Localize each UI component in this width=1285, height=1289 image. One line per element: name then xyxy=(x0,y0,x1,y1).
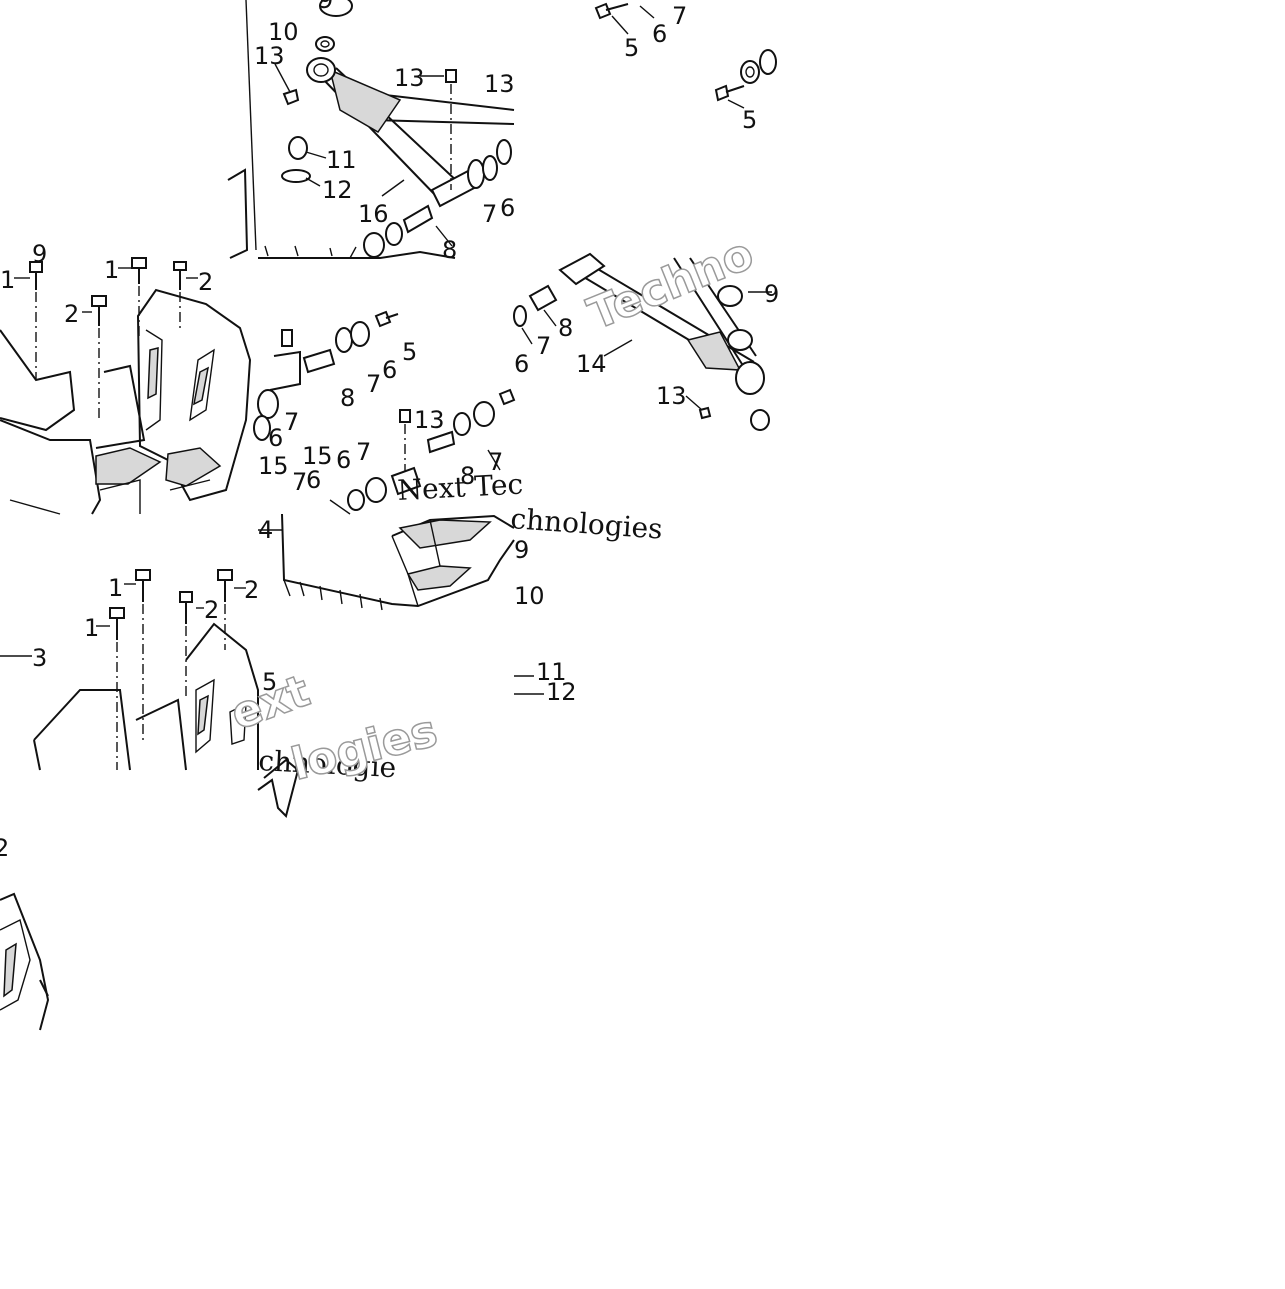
callout-9c: 9 xyxy=(764,280,779,308)
callout-6g: 6 xyxy=(514,350,529,378)
callout-2b: 2 xyxy=(64,300,79,328)
callout-15a: 15 xyxy=(258,452,289,480)
callout-12b: 12 xyxy=(546,678,577,706)
callout-13a: 13 xyxy=(254,42,285,70)
callout-9d: 9 xyxy=(514,536,529,564)
watermark-outline-ext: ext xyxy=(224,665,316,740)
callout-6: 6 xyxy=(500,194,515,222)
tile-frame-footwell: 4 9 10 11 12 chnologies chnologie logies xyxy=(257,502,664,818)
callout-13d: 13 xyxy=(414,406,445,434)
callout-7: 7 xyxy=(482,200,497,228)
callout-7g: 7 xyxy=(488,448,503,476)
callout-2d: 2 xyxy=(244,576,259,604)
callout-3: 3 xyxy=(32,644,47,672)
tile-footwell-repeat: 1 1 2 2 3 5 ext xyxy=(0,569,317,771)
callout-5b: 5 xyxy=(742,106,757,134)
callout-13e: 13 xyxy=(656,382,687,410)
tile-upper-a-arm: 9 10 13 13 13 11 12 16 7 6 8 xyxy=(227,0,515,264)
watermark-text: Next Tec xyxy=(397,467,524,507)
callout-7h: 7 xyxy=(536,332,551,360)
callout-6e: 6 xyxy=(336,446,351,474)
tile-lower-hardware: 5 6 7 8 7 6 15 13 15 6 7 7 6 8 7 Next Te… xyxy=(253,310,524,515)
callout-6f: 6 xyxy=(306,466,321,494)
watermark-text-3: chnologie xyxy=(258,744,397,784)
callout-10: 10 xyxy=(268,18,299,46)
callout-5a: 5 xyxy=(624,34,639,62)
callout-16: 16 xyxy=(358,200,389,228)
tile-lower-a-arm: 8 7 6 14 13 9 Techno xyxy=(513,227,779,431)
callout-11: 11 xyxy=(326,146,357,174)
callout-11b: 11 xyxy=(536,658,567,686)
callout-7a: 7 xyxy=(672,2,687,30)
callout-12: 12 xyxy=(322,176,353,204)
watermark-text-2: chnologies xyxy=(510,502,664,546)
callout-1d: 1 xyxy=(84,614,99,642)
callout-10b: 10 xyxy=(514,582,545,610)
callout-8d: 8 xyxy=(460,462,475,490)
callout-7c: 7 xyxy=(366,370,381,398)
callout-8: 8 xyxy=(442,236,457,264)
callout-2c: 2 xyxy=(204,596,219,624)
callout-7f: 7 xyxy=(292,468,307,496)
callout-6a: 6 xyxy=(652,20,667,48)
callout-2a: 2 xyxy=(198,268,213,296)
callout-2e: 2 xyxy=(0,834,9,862)
callout-5d: 5 xyxy=(262,668,277,696)
callout-6c: 6 xyxy=(382,356,397,384)
tile-footwell-left: 9 1 1 2 2 xyxy=(0,240,252,515)
callout-8c: 8 xyxy=(340,384,355,412)
callout-9: 9 xyxy=(318,0,333,14)
callout-1a: 1 xyxy=(0,266,15,294)
tile-bolts: 5 6 7 5 xyxy=(594,2,777,134)
callout-1b: 1 xyxy=(104,256,119,284)
callout-4: 4 xyxy=(258,516,273,544)
callout-1c: 1 xyxy=(108,574,123,602)
callout-13b: 13 xyxy=(394,64,425,92)
callout-5c: 5 xyxy=(402,338,417,366)
callout-14: 14 xyxy=(576,350,607,378)
callout-8e: 8 xyxy=(558,314,573,342)
callout-13c: 13 xyxy=(484,70,515,98)
callout-6d: 6 xyxy=(268,424,283,452)
callout-7e: 7 xyxy=(356,438,371,466)
tile-panel-fragment: 2 xyxy=(0,834,50,1031)
callout-15b: 15 xyxy=(302,442,333,470)
callout-9b: 9 xyxy=(32,240,47,268)
callout-7d: 7 xyxy=(284,408,299,436)
